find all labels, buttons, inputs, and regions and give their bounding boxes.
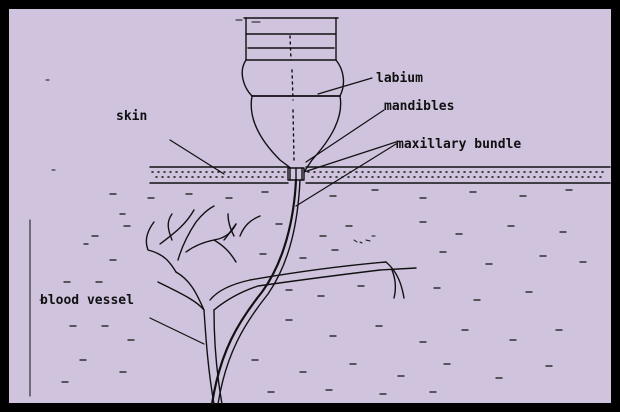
label-maxillary-bundle: maxillary bundle <box>396 137 521 152</box>
tissue-texture <box>62 190 586 394</box>
blood-vessel-drawing <box>146 206 416 404</box>
label-labium: labium <box>376 71 423 86</box>
left-edge-marks <box>30 80 55 396</box>
label-skin: skin <box>116 109 147 124</box>
label-blood-vessel: blood vessel <box>40 293 134 308</box>
proboscis-drawing <box>236 18 343 172</box>
label-mandibles: mandibles <box>384 99 454 114</box>
leader-lines <box>150 78 396 344</box>
skin-layer <box>150 167 610 183</box>
maxillary-bundle-drawing <box>212 180 300 404</box>
